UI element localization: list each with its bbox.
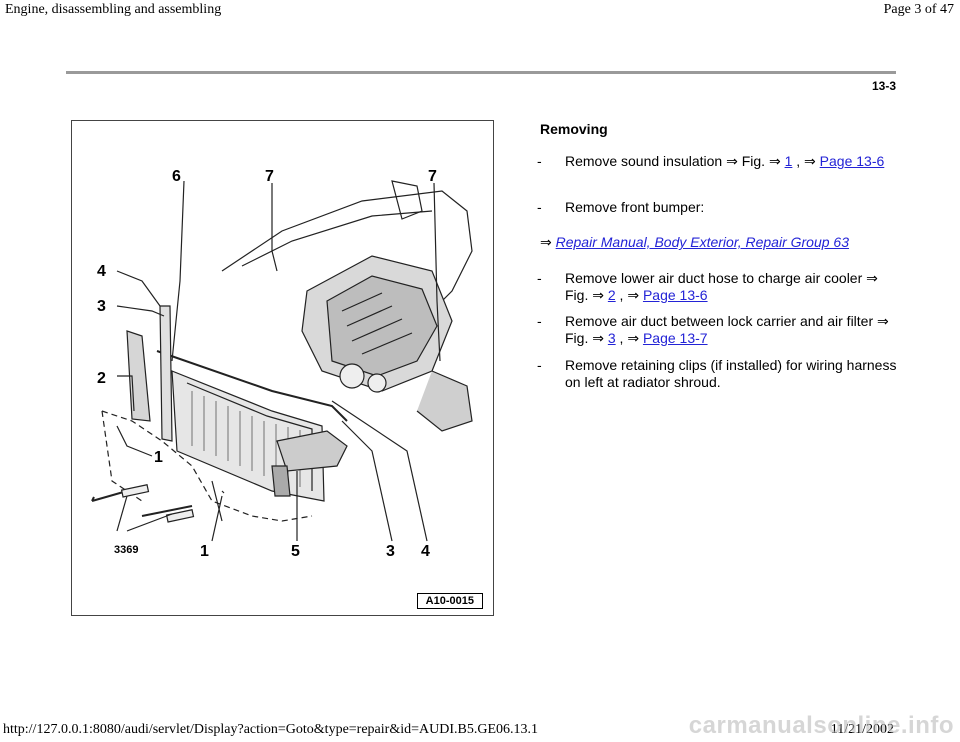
callout-3369: 3369 [114,544,138,556]
reference-line: ⇒ Repair Manual, Body Exterior, Repair G… [540,234,849,251]
arrow-glyph: ⇒ [540,234,552,250]
fig-link[interactable]: 1 [784,153,793,169]
engine-illustration: 6 7 7 4 3 2 1 1 5 3 4 3369 A10-0015 [71,120,494,616]
page-link[interactable]: Page 13-6 [819,153,885,169]
step-text: Remove air duct between lock carrier and… [565,313,889,346]
footer-url: http://127.0.0.1:8080/audi/servlet/Displ… [3,722,538,737]
callout-2: 2 [97,370,106,387]
page-link[interactable]: Page 13-7 [642,330,708,346]
callout-7b: 7 [428,168,437,185]
step-3: - Remove lower air duct hose to charge a… [537,270,878,303]
step-4: - Remove air duct between lock carrier a… [537,313,889,346]
step-dash: - [537,357,542,373]
step-5: - Remove retaining clips (if installed) … [537,357,897,391]
callout-3a: 3 [97,298,106,315]
watermark: carmanualsonline.info [688,712,954,739]
step-text: Remove retaining clips (if installed) fo… [565,357,897,390]
callout-4a: 4 [97,263,106,280]
page-indicator: Page 3 of 47 [883,2,954,17]
engine-diagram-svg: 6 7 7 4 3 2 1 1 5 3 4 3369 [91,168,473,560]
callout-7a: 7 [265,168,274,185]
page-number: 13-3 [871,79,896,93]
step-dash: - [537,313,542,329]
callout-6: 6 [172,168,181,185]
callout-5: 5 [291,543,300,560]
document-title: Engine, disassembling and assembling [5,2,222,17]
step-dash: - [537,153,542,169]
step-dash: - [537,270,542,286]
fig-link[interactable]: 2 [607,287,616,303]
header-divider [66,71,896,74]
fig-link[interactable]: 3 [607,330,616,346]
callout-4b: 4 [421,543,430,560]
callout-1b: 1 [200,543,209,560]
figure-id-label: A10-0015 [416,593,483,609]
step-text: Remove lower air duct hose to charge air… [565,270,878,303]
step-dash: - [537,199,542,215]
footer-date: 11/21/2002 [830,722,894,737]
step-text: Remove front bumper: [565,199,705,215]
repair-manual-link[interactable]: Repair Manual, Body Exterior, Repair Gro… [555,234,849,250]
step-2: - Remove front bumper: [537,199,897,216]
page-link[interactable]: Page 13-6 [642,287,708,303]
section-heading: Removing [540,121,608,137]
step-1: - Remove sound insulation ⇒ Fig. ⇒ 1 , ⇒… [537,153,885,169]
callout-3b: 3 [386,543,395,560]
step-text: Remove sound insulation ⇒ Fig. ⇒ [565,153,785,169]
callout-1a: 1 [154,449,163,466]
